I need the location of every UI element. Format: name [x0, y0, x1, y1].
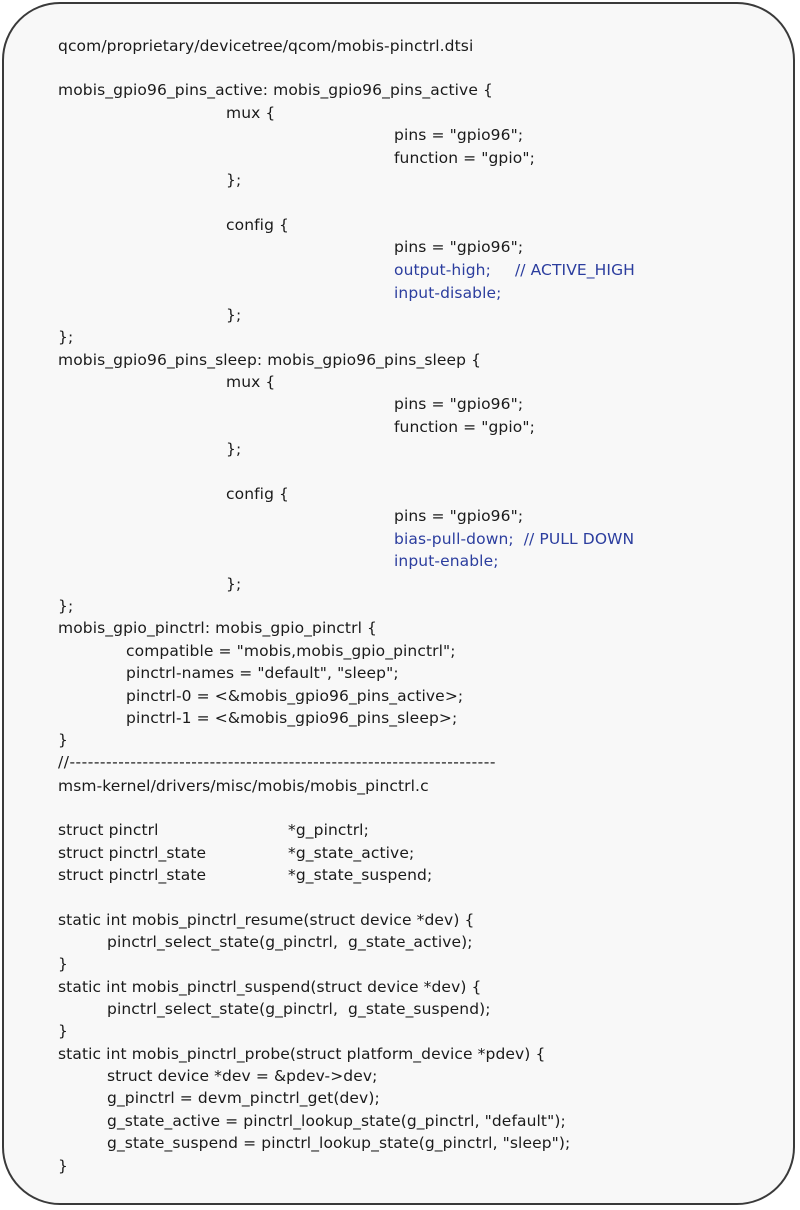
active-config-pins: pins = "gpio96";	[394, 238, 524, 256]
sleep-config-bias-line: bias-pull-down; // PULL DOWN	[394, 529, 634, 549]
resume-signature: static int mobis_pinctrl_resume(struct d…	[58, 911, 475, 929]
pinctrl-node-header: mobis_gpio_pinctrl: mobis_gpio_pinctrl {	[58, 619, 377, 637]
active-config-output: output-high;	[394, 261, 491, 279]
sleep-mux-function: function = "gpio";	[394, 418, 535, 436]
decl-name-2: *g_state_active;	[288, 844, 415, 862]
sleep-mux-open: mux {	[226, 373, 276, 391]
dtsi-file-path: qcom/proprietary/devicetree/qcom/mobis-p…	[58, 37, 474, 55]
suspend-signature: static int mobis_pinctrl_suspend(struct …	[58, 978, 482, 996]
suspend-close: }	[58, 1022, 68, 1040]
active-high-comment: // ACTIVE_HIGH	[514, 261, 635, 279]
sleep-config-input: input-enable;	[394, 552, 499, 570]
resume-body: pinctrl_select_state(g_pinctrl, g_state_…	[107, 933, 473, 951]
active-mux-pins: pins = "gpio96";	[394, 126, 524, 144]
active-config-open: config {	[226, 216, 290, 234]
pull-down-comment: // PULL DOWN	[523, 530, 635, 548]
decl-name-1: *g_pinctrl;	[288, 821, 369, 839]
pinctrl-names: pinctrl-names = "default", "sleep";	[126, 664, 399, 682]
sleep-mux-pins: pins = "gpio96";	[394, 395, 524, 413]
sleep-config-input-line: input-enable;	[394, 551, 499, 571]
c-file-path: msm-kernel/drivers/misc/mobis/mobis_pinc…	[58, 777, 429, 795]
probe-close: }	[58, 1157, 68, 1175]
probe-signature: static int mobis_pinctrl_probe(struct pl…	[58, 1045, 546, 1063]
sleep-config-close: };	[226, 575, 242, 593]
active-config-close: };	[226, 306, 242, 324]
active-mux-function: function = "gpio";	[394, 149, 535, 167]
probe-body-line-3: g_state_active = pinctrl_lookup_state(g_…	[107, 1112, 566, 1130]
resume-close: }	[58, 955, 68, 973]
sleep-node-header: mobis_gpio96_pins_sleep: mobis_gpio96_pi…	[58, 351, 482, 369]
decl-type-3: struct pinctrl_state	[58, 866, 207, 884]
pinctrl-node-close: }	[58, 731, 68, 749]
sleep-node-close: };	[58, 597, 74, 615]
pinctrl-0: pinctrl-0 = <&mobis_gpio96_pins_active>;	[126, 687, 464, 705]
probe-body-line-2: g_pinctrl = devm_pinctrl_get(dev);	[107, 1089, 380, 1107]
active-node-close: };	[58, 328, 74, 346]
decl-name-3: *g_state_suspend;	[288, 866, 433, 884]
decl-type-1: struct pinctrl	[58, 821, 159, 839]
active-config-input-line: input-disable;	[394, 283, 502, 303]
active-node-header: mobis_gpio96_pins_active: mobis_gpio96_p…	[58, 81, 493, 99]
sleep-config-bias: bias-pull-down;	[394, 530, 514, 548]
pinctrl-compatible: compatible = "mobis,mobis_gpio_pinctrl";	[126, 642, 456, 660]
probe-body-line-4: g_state_suspend = pinctrl_lookup_state(g…	[107, 1134, 571, 1152]
probe-body-line-1: struct device *dev = &pdev->dev;	[107, 1067, 378, 1085]
active-config-output-line: output-high; // ACTIVE_HIGH	[394, 260, 635, 280]
decl-type-2: struct pinctrl_state	[58, 844, 207, 862]
active-config-input: input-disable;	[394, 284, 502, 302]
suspend-body: pinctrl_select_state(g_pinctrl, g_state_…	[107, 1000, 491, 1018]
pinctrl-1: pinctrl-1 = <&mobis_gpio96_pins_sleep>;	[126, 709, 458, 727]
active-mux-open: mux {	[226, 104, 276, 122]
separator-comment: //--------------------------------------…	[58, 753, 496, 771]
sleep-config-open: config {	[226, 485, 290, 503]
sleep-mux-close: };	[226, 440, 242, 458]
active-mux-close: };	[226, 171, 242, 189]
sleep-config-pins: pins = "gpio96";	[394, 507, 524, 525]
